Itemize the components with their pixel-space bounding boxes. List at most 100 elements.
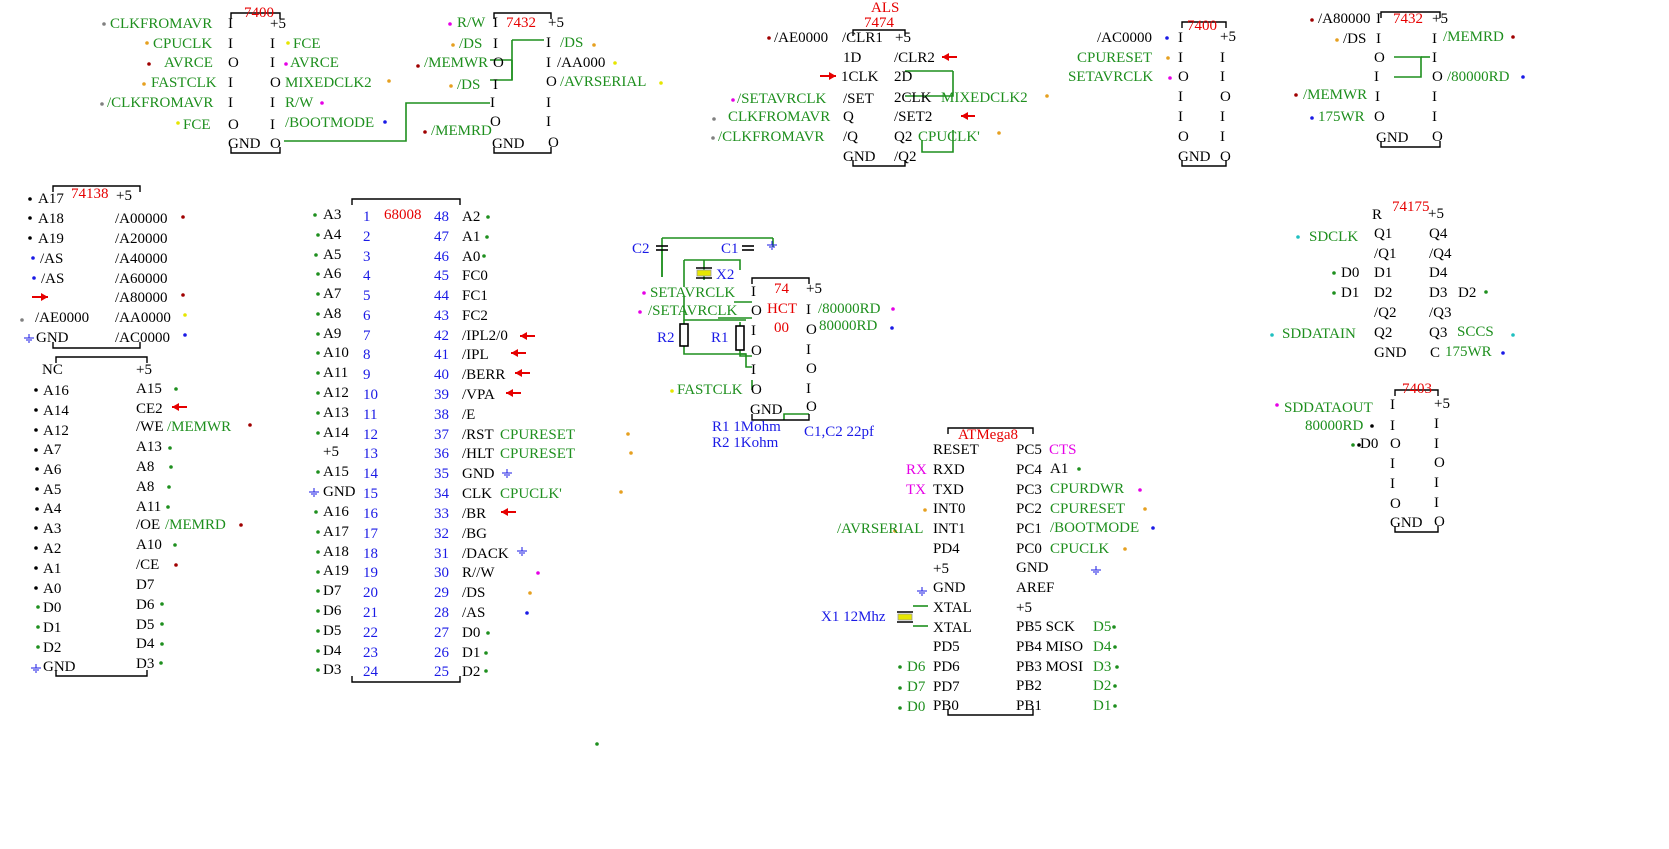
net-dot-icon bbox=[1296, 235, 1300, 239]
label-x2: X2 bbox=[716, 267, 734, 283]
label-int1: INT1 bbox=[933, 521, 966, 537]
label-o: O bbox=[1390, 436, 1401, 452]
chip-7403-outline bbox=[1394, 389, 1439, 533]
label-als: ALS bbox=[871, 0, 899, 16]
net-dot-icon bbox=[898, 706, 902, 710]
label-a4: A4 bbox=[323, 227, 342, 243]
label-aref: AREF bbox=[1016, 580, 1054, 596]
label-5: +5 bbox=[895, 30, 911, 46]
label-i: I bbox=[1376, 11, 1381, 27]
label-ae0000: /AE0000 bbox=[35, 310, 89, 326]
net-dot-icon bbox=[35, 507, 39, 511]
label-bg: /BG bbox=[462, 526, 487, 542]
label-clkfromavr: CLKFROMAVR bbox=[728, 109, 830, 125]
label-9: 9 bbox=[363, 367, 371, 383]
label-clkfromavr: CLKFROMAVR bbox=[110, 16, 212, 32]
component-symbols bbox=[24, 11, 1441, 716]
label-i: I bbox=[1432, 109, 1437, 125]
label-pb3-mosi: PB3 MOSI bbox=[1016, 659, 1083, 675]
label-ac0000: /AC0000 bbox=[115, 330, 170, 346]
label-c1-c2-22pf: C1,C2 22pf bbox=[804, 424, 874, 440]
label-r-w: R/W bbox=[457, 15, 486, 31]
label-i: I bbox=[270, 95, 275, 111]
net-dot-icon bbox=[316, 530, 320, 534]
net-dot-icon bbox=[36, 625, 40, 629]
label-pd7: PD7 bbox=[933, 679, 960, 695]
net-dot-icon bbox=[159, 661, 163, 665]
label-memrd: /MEMRD bbox=[431, 123, 492, 139]
label-q1: /Q1 bbox=[1374, 246, 1397, 262]
label-i: I bbox=[806, 381, 811, 397]
net-dot-icon bbox=[168, 446, 172, 450]
label-as: /AS bbox=[40, 251, 63, 267]
label-o: O bbox=[806, 399, 817, 415]
label-a40000: /A40000 bbox=[115, 251, 168, 267]
label-as: /AS bbox=[41, 271, 64, 287]
net-dot-icon bbox=[1275, 403, 1279, 407]
label-5: 5 bbox=[363, 288, 371, 304]
chip-68008-outline bbox=[351, 198, 461, 683]
label-175wr: 175WR bbox=[1318, 109, 1365, 125]
label-pc1: PC1 bbox=[1016, 521, 1042, 537]
label-o: O bbox=[1432, 129, 1443, 145]
label-i: I bbox=[1434, 436, 1439, 452]
net-dot-icon bbox=[638, 310, 642, 314]
label-o: O bbox=[1434, 514, 1445, 530]
label-25: 25 bbox=[434, 664, 449, 680]
net-dot-icon bbox=[36, 645, 40, 649]
net-dot-icon bbox=[34, 566, 38, 570]
label-vpa: /VPA bbox=[462, 387, 495, 403]
label-o: O bbox=[1390, 496, 1401, 512]
chip-7474-outline bbox=[852, 29, 906, 167]
label-gnd: GND bbox=[323, 484, 356, 500]
label-a11: A11 bbox=[136, 499, 161, 515]
label-80000rd: /80000RD bbox=[818, 301, 881, 317]
net-dot-icon bbox=[316, 589, 320, 593]
label-2clk: 2CLK bbox=[894, 90, 932, 106]
net-dot-icon bbox=[174, 387, 178, 391]
label-mixedclk2: MIXEDCLK2 bbox=[285, 75, 372, 91]
label-clkfromavr: /CLKFROMAVR bbox=[718, 129, 824, 145]
net-dot-icon bbox=[1501, 351, 1505, 355]
net-dot-icon bbox=[1484, 290, 1488, 294]
label-36: 36 bbox=[434, 446, 450, 462]
label-a2: A2 bbox=[43, 541, 61, 557]
label-x1-12mhz: X1 12Mhz bbox=[821, 609, 886, 625]
label-i: I bbox=[751, 323, 756, 339]
label-5: +5 bbox=[136, 362, 152, 378]
net-dot-icon bbox=[1113, 704, 1117, 708]
label-a10: A10 bbox=[323, 345, 349, 361]
net-dot-icon bbox=[316, 431, 320, 435]
net-dot-icon bbox=[316, 371, 320, 375]
label-cts: CTS bbox=[1049, 442, 1077, 458]
label-5: +5 bbox=[1434, 396, 1450, 412]
label-i: I bbox=[270, 55, 275, 71]
label-o: O bbox=[1374, 109, 1385, 125]
label-00: 00 bbox=[774, 320, 789, 336]
net-dot-icon bbox=[1166, 56, 1170, 60]
label-a20000: /A20000 bbox=[115, 231, 168, 247]
label-ce: /CE bbox=[136, 557, 159, 573]
net-dot-icon bbox=[34, 546, 38, 550]
label-o: O bbox=[546, 74, 557, 90]
net-dot-icon bbox=[923, 508, 927, 512]
net-dot-icon bbox=[316, 470, 320, 474]
label-pc0: PC0 bbox=[1016, 541, 1042, 557]
net-dot-icon bbox=[100, 102, 104, 106]
label-bootmode: /BOOTMODE bbox=[285, 115, 374, 131]
label-r2-1kohm: R2 1Kohm bbox=[712, 435, 779, 451]
label-i: I bbox=[1178, 89, 1183, 105]
label-18: 18 bbox=[363, 546, 378, 562]
label-set: /SET bbox=[843, 91, 874, 107]
label-d0: D0 bbox=[1341, 265, 1359, 281]
label-pb5-sck: PB5 SCK bbox=[1016, 619, 1075, 635]
label-12: 12 bbox=[363, 427, 378, 443]
label-a18: A18 bbox=[38, 211, 64, 227]
label-memwr: /MEMWR bbox=[1303, 87, 1367, 103]
net-dot-icon bbox=[1521, 75, 1525, 79]
label-o: O bbox=[548, 135, 559, 151]
label-gnd: GND bbox=[1016, 560, 1049, 576]
ground-icon bbox=[1091, 566, 1101, 575]
label-ipl: /IPL bbox=[462, 347, 489, 363]
label-c2: C2 bbox=[632, 241, 650, 257]
